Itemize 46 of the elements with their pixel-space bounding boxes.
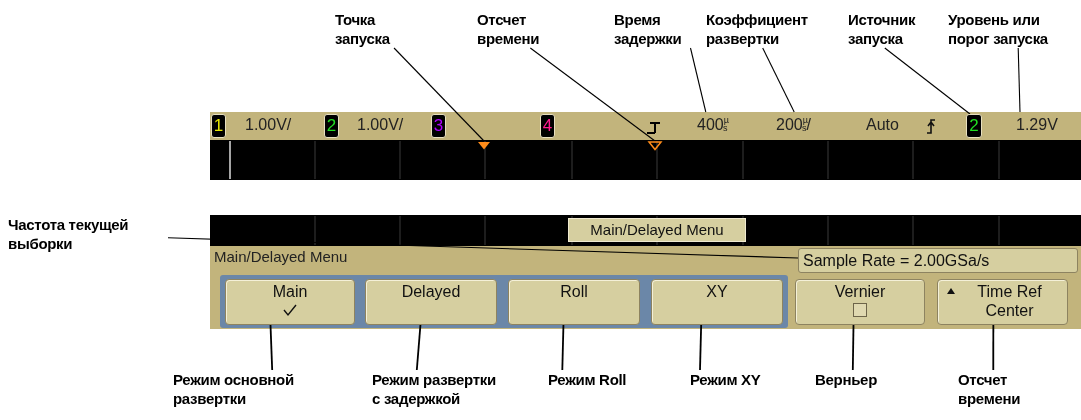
channel-badge: 4 [540, 114, 555, 138]
leader-line [699, 324, 703, 371]
menu-softkey: Vernier [795, 279, 925, 325]
callout-label: Отсчет времени [958, 370, 1042, 408]
sample-rate-readout: Sample Rate = 2.00GSa/s [798, 248, 1078, 273]
leader-line [992, 324, 995, 371]
callout-label: Уровень или порог запуска [948, 10, 1078, 48]
callout-label: Источник запуска [848, 10, 940, 48]
menu-title: Main/Delayed Menu [214, 247, 348, 267]
channel-badge: 2 [324, 114, 339, 138]
menu-softkey: Main [225, 279, 355, 325]
callout-label: Отсчет времени [477, 10, 563, 48]
leader-line [1017, 47, 1021, 113]
leader-line [762, 47, 795, 113]
time-reference-marker [648, 141, 662, 150]
callout-label: Время задержки [614, 10, 704, 48]
leader-line [393, 47, 485, 142]
status-readout: 1.29V [1016, 112, 1066, 138]
channel-scale: 1.00V/ [245, 115, 292, 135]
callout-label: Частота текущей выборки [8, 215, 168, 253]
channel-badge: 1 [211, 114, 226, 138]
leader-line [529, 47, 656, 142]
channel-badge: 3 [431, 114, 446, 138]
menu-softkey: Time Ref Center [937, 279, 1068, 325]
leader-line [851, 324, 855, 371]
leader-line [269, 324, 274, 371]
menu-softkey: Delayed [365, 279, 497, 325]
callout-label: Точка запуска [335, 10, 417, 48]
callout-label: Режим XY [690, 370, 790, 389]
leader-line [561, 324, 565, 371]
leader-line [415, 324, 422, 371]
menu-softkey: XY [651, 279, 783, 325]
menu-popup: Main/Delayed Menu [568, 218, 746, 242]
callout-label: Режим развертки с задержкой [372, 370, 500, 408]
leader-line [167, 237, 799, 259]
menu-softkey: Roll [508, 279, 640, 325]
callout-label: Режим Roll [548, 370, 658, 389]
channel-scale: 1.00V/ [357, 115, 404, 135]
leader-line [689, 47, 707, 113]
callout-label: Режим основной развертки [173, 370, 333, 408]
callout-label: Верньер [815, 370, 905, 389]
leader-line [884, 47, 971, 115]
status-readout: 200$^{µ}$$_{s}$/ [776, 112, 828, 138]
callout-label: Коэффициент развертки [706, 10, 832, 48]
channel-badge: 2 [966, 114, 982, 138]
trigger-mode: Auto [866, 115, 899, 135]
